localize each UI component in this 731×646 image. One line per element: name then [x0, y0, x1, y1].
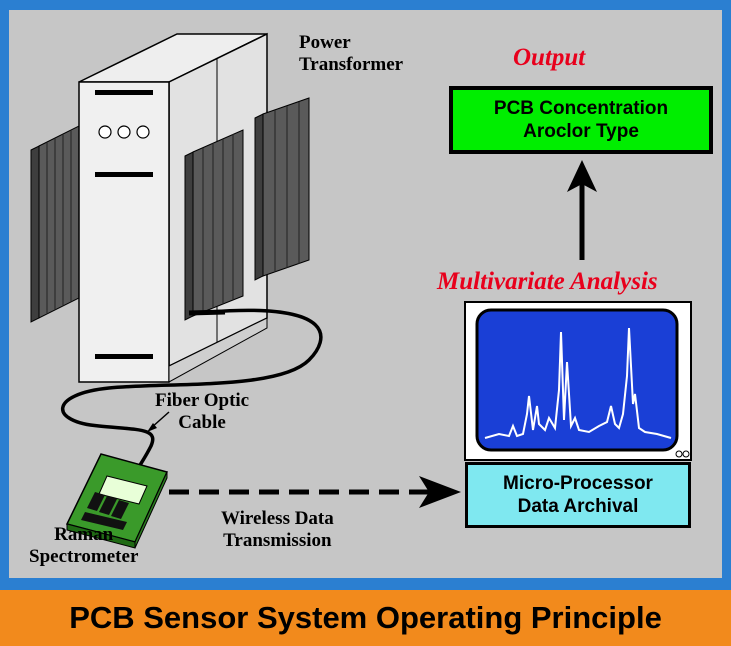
raman-line1: Raman [54, 524, 114, 545]
wireless-arrow [169, 476, 461, 508]
wireless-line2: Transmission [223, 530, 332, 551]
multivariate-label: Multivariate Analysis [437, 268, 658, 295]
analysis-arrow [567, 160, 597, 260]
processor-box: Micro-Processor Data Archival [465, 462, 691, 528]
raman-line2: Spectrometer [29, 546, 139, 567]
wireless-label: Wireless Data Transmission [221, 508, 334, 552]
processor-line2: Data Archival [517, 496, 639, 517]
cooling-fins-left [30, 125, 80, 323]
processor-line1: Micro-Processor [503, 473, 653, 494]
output-box: PCB Concentration Aroclor Type [449, 86, 713, 154]
wireless-line1: Wireless Data [221, 508, 334, 529]
banner-title: PCB Sensor System Operating Principle [69, 600, 662, 635]
spectrum-trace [484, 327, 672, 439]
diagram-panel: Power Transformer Output PCB Concentrati… [9, 10, 722, 578]
power-transformer-label: Power Transformer [299, 32, 403, 76]
raman-label: Raman Spectrometer [29, 524, 138, 568]
output-line2: Aroclor Type [523, 121, 639, 142]
fiber-optic-line2: Cable [178, 412, 226, 433]
output-line1: PCB Concentration [493, 98, 669, 119]
fiber-optic-label: Fiber Optic Cable [155, 390, 249, 434]
output-label: Output [513, 44, 586, 71]
diagram-graphic [30, 32, 692, 549]
cooling-fins-right [184, 97, 310, 321]
power-transformer-line1: Power [299, 32, 351, 53]
fiber-optic-cable [61, 308, 323, 475]
fiber-label-arrow [147, 411, 170, 432]
power-transformer-line2: Transformer [299, 54, 404, 75]
fiber-optic-line1: Fiber Optic [155, 390, 250, 411]
raman-spectrometer [65, 453, 169, 549]
monitor [464, 301, 692, 461]
title-banner: PCB Sensor System Operating Principle [0, 590, 731, 646]
